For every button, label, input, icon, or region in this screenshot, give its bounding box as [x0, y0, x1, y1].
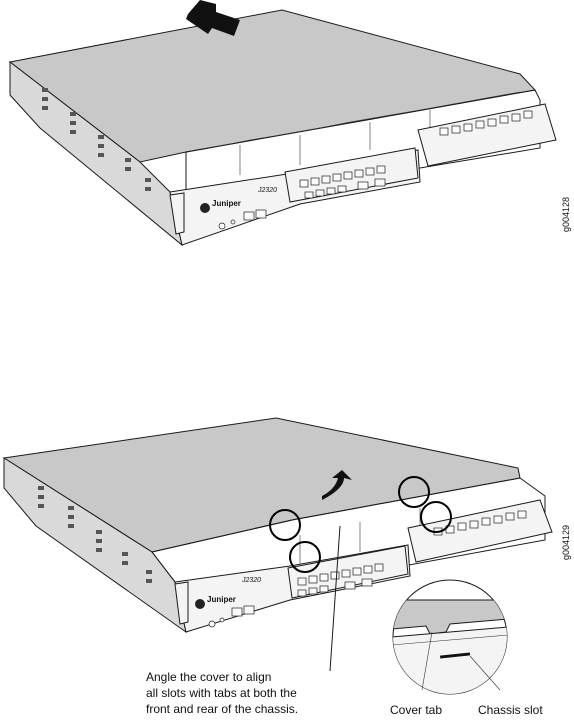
- brand-name-bottom: Juniper: [207, 595, 236, 604]
- callout-circle-front-right: [289, 541, 321, 573]
- model-name-top: J2320: [257, 187, 277, 194]
- detail-inset: [392, 579, 508, 695]
- instruction-line-2: all slots with tabs at both the: [146, 686, 297, 700]
- brand-name-top: Juniper: [212, 199, 241, 208]
- figure-id-top: g004128: [561, 197, 571, 232]
- instruction-line-1: Angle the cover to align: [146, 670, 271, 684]
- juniper-logo-top: Juniper J2320: [200, 187, 277, 213]
- juniper-logo-bottom: Juniper J2320: [195, 577, 261, 609]
- instruction-leader-line: [329, 525, 341, 672]
- router-chassis-bottom: Juniper J2320: [2, 417, 553, 634]
- cover-tab-label: Cover tab: [390, 703, 442, 717]
- instruction-line-3: front and rear of the chassis.: [146, 702, 298, 716]
- callout-circle-rear-right: [420, 501, 452, 533]
- front-ports-top: [299, 165, 386, 199]
- chassis-slot-leader: [469, 655, 501, 691]
- side-vents-bottom: [38, 486, 152, 583]
- callout-circle-front-left: [269, 509, 301, 541]
- rear-ports-top: [439, 110, 533, 136]
- figure-id-bottom: g004129: [561, 525, 571, 560]
- up-arrow-icon: [186, 0, 240, 36]
- chassis-slot-label: Chassis slot: [478, 703, 543, 717]
- model-name-bottom: J2320: [241, 577, 261, 584]
- router-chassis-top: Juniper J2320: [8, 9, 557, 247]
- side-vents: [42, 88, 151, 191]
- callout-circle-rear-left: [398, 476, 430, 508]
- curved-arrow-icon: [322, 470, 352, 500]
- cover-tab-leader: [421, 631, 433, 691]
- front-ports-bottom: [297, 563, 384, 597]
